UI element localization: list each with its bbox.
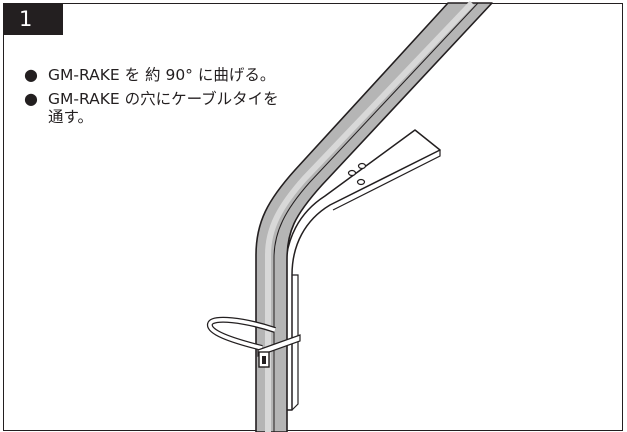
bullet-icon: ●	[24, 89, 38, 108]
pipe	[255, 0, 493, 432]
bullet-icon: ●	[24, 65, 38, 84]
step-number-badge: 1	[3, 3, 63, 35]
instruction-text: GM-RAKE を 約 90° に曲げる。	[48, 66, 276, 84]
cable-tie	[207, 316, 301, 368]
instruction-text: GM-RAKE の穴にケーブルタイを通す。	[48, 90, 279, 126]
rake-hole	[357, 162, 367, 170]
instruction-item: ● GM-RAKE を 約 90° に曲げる。	[24, 66, 284, 84]
rake-hole	[347, 169, 357, 177]
step-number: 1	[19, 7, 33, 31]
instruction-item: ● GM-RAKE の穴にケーブルタイを通す。	[24, 90, 284, 126]
instruction-list: ● GM-RAKE を 約 90° に曲げる。 ● GM-RAKE の穴にケーブ…	[24, 66, 284, 132]
rake-hole	[356, 178, 366, 186]
